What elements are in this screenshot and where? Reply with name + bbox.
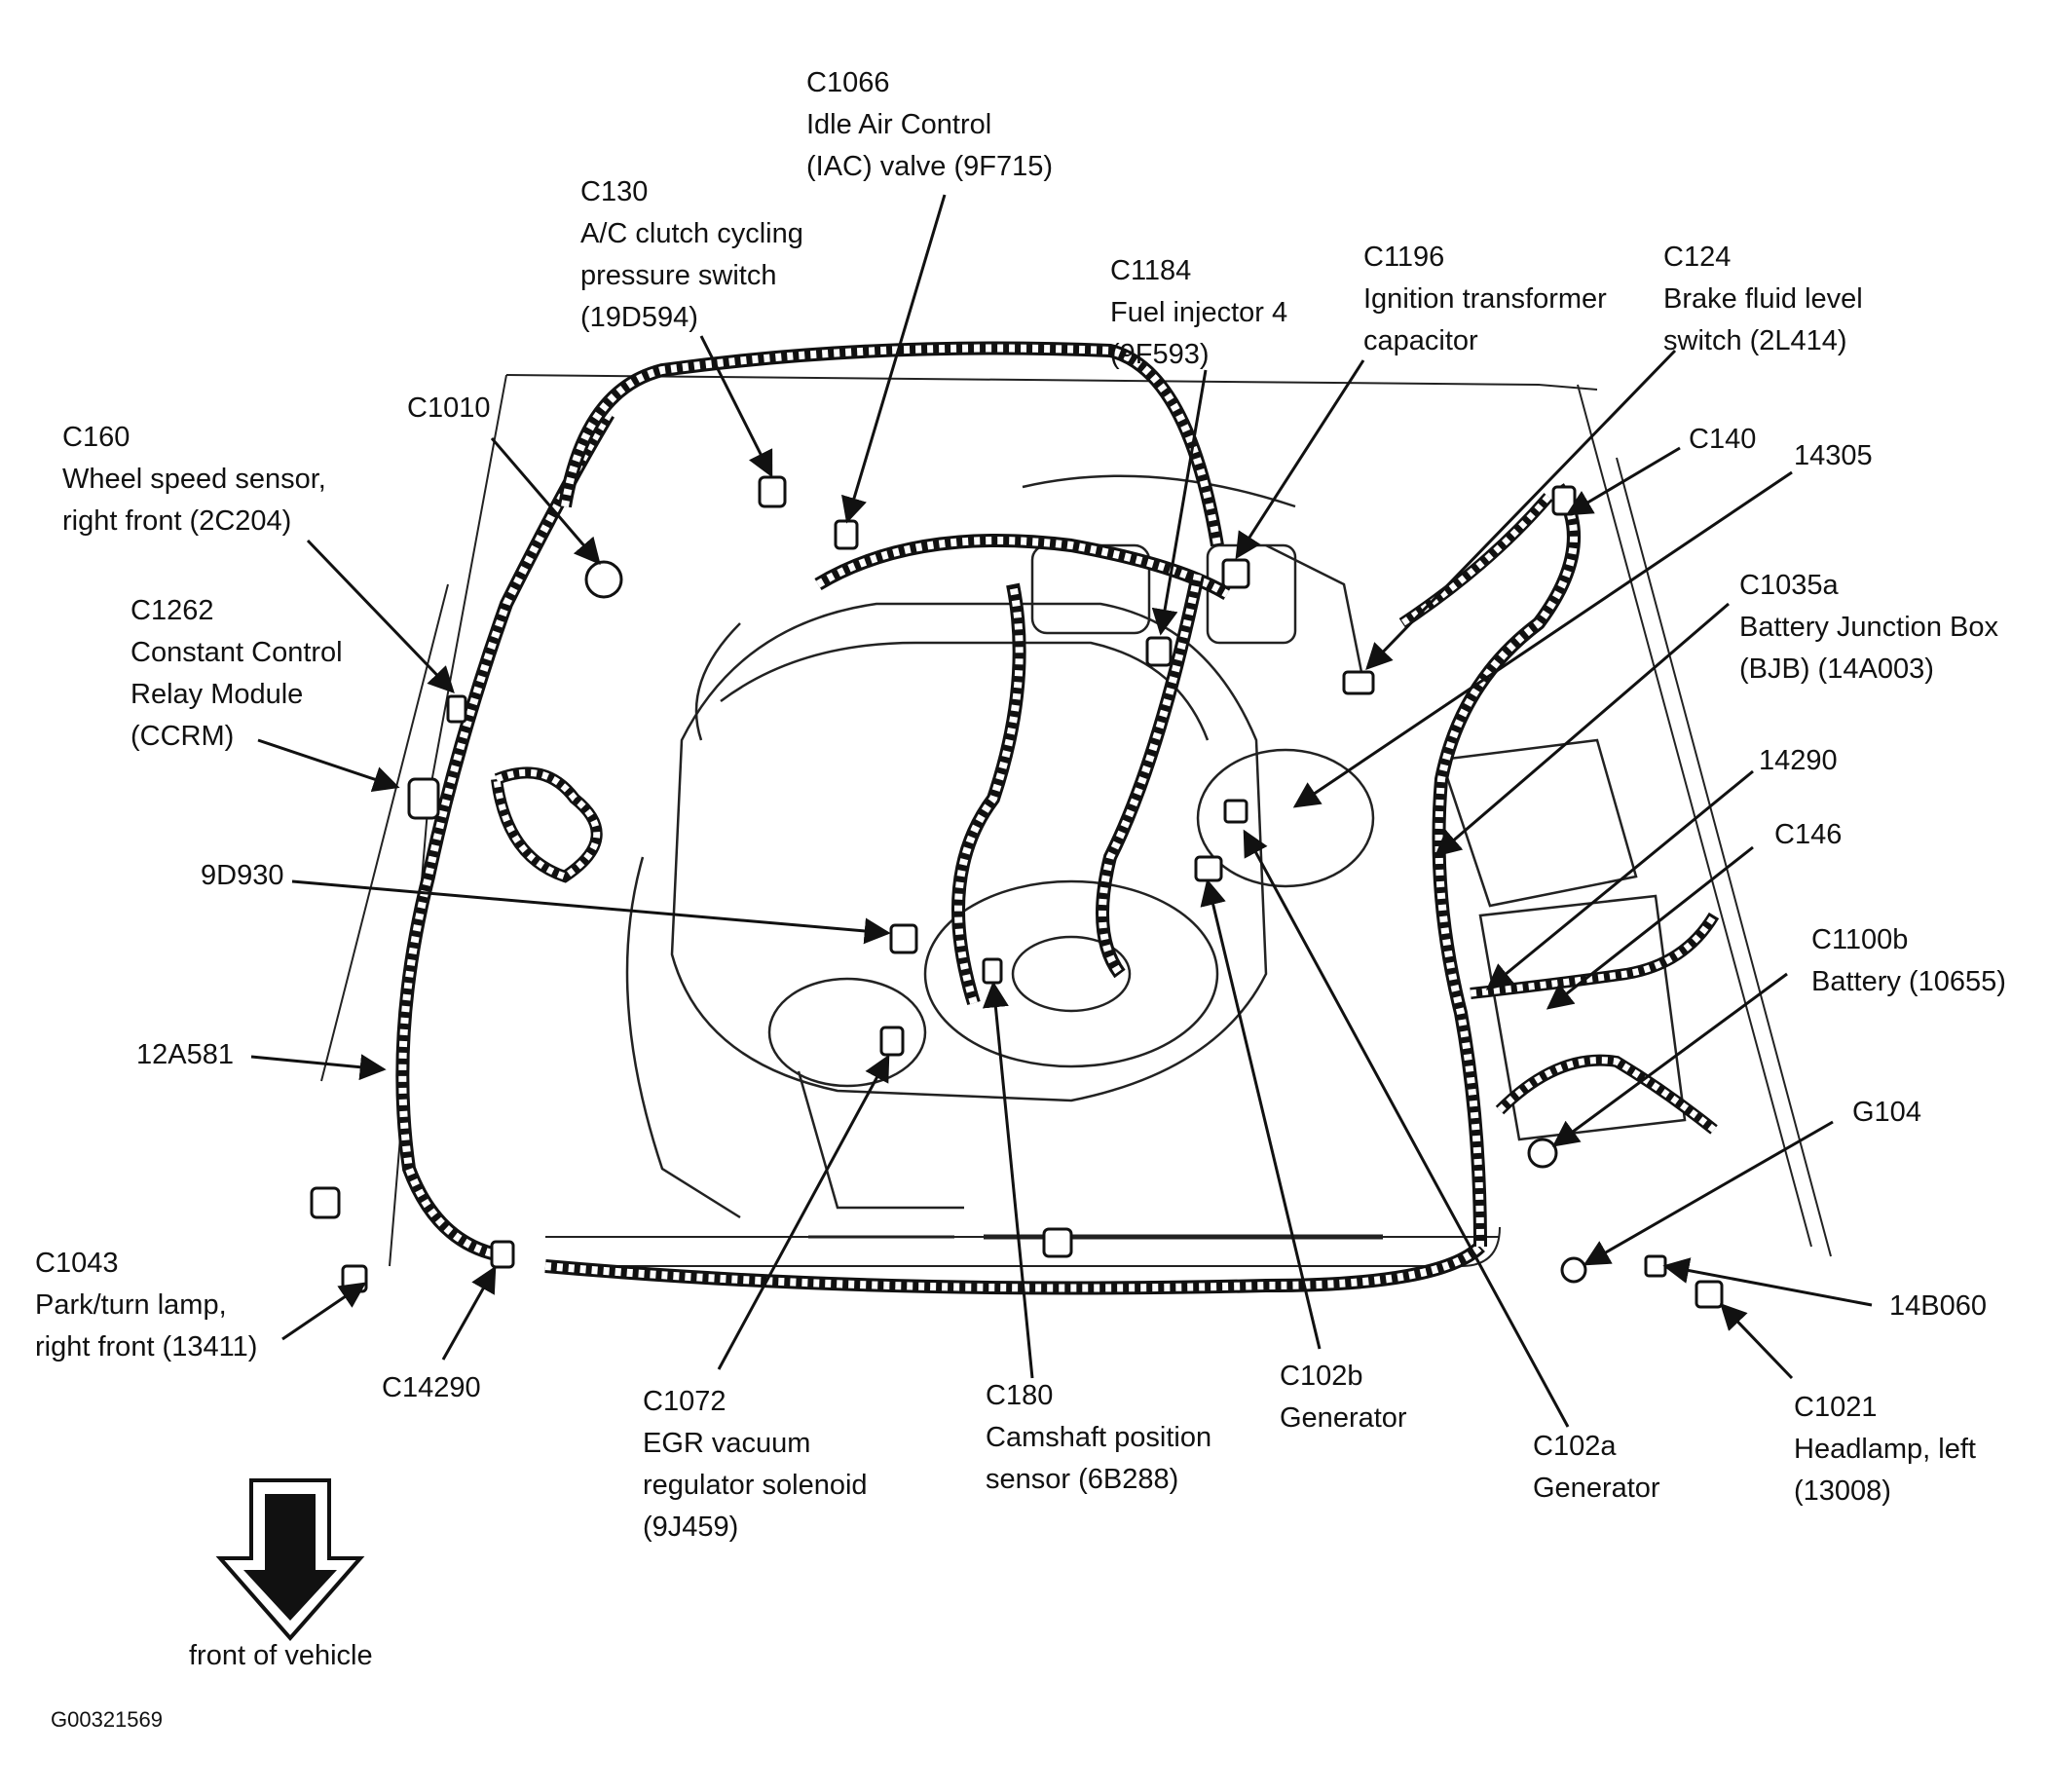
leader-c102b	[1200, 878, 1322, 1350]
label-g104: G104	[1852, 1097, 1921, 1128]
leader-14305	[1292, 470, 1793, 808]
connector-c1262	[407, 777, 440, 820]
label-c146: C146	[1774, 819, 1843, 850]
leader-14290	[1485, 769, 1754, 990]
label-c102b: C102b Generator	[1280, 1361, 1407, 1434]
connector-c1043	[341, 1264, 368, 1293]
label-c1184: C1184 Fuel injector 4 (9F593)	[1110, 255, 1288, 370]
label-14290: 14290	[1759, 745, 1838, 776]
label-c1100b: C1100b Battery (10655)	[1811, 924, 2006, 997]
connector-c14290	[490, 1240, 515, 1269]
leader-c1043	[281, 1282, 367, 1341]
label-c130: C130 A/C clutch cycling pressure switch …	[580, 176, 803, 333]
connector-bottom-mid	[1042, 1227, 1073, 1258]
leader-c1010	[490, 437, 601, 566]
connector-c140	[1551, 485, 1577, 516]
label-c14290: C14290	[382, 1372, 481, 1403]
label-c1262: C1262 Constant Control Relay Module (CCR…	[130, 595, 343, 752]
wiring-harness	[395, 341, 1720, 1295]
leader-c1072	[717, 1054, 890, 1370]
label-c1035a: C1035a Battery Junction Box (BJB) (14A00…	[1739, 570, 1998, 685]
connector-14305	[1223, 799, 1248, 824]
connector-14b060	[1644, 1254, 1667, 1278]
label-9d930: 9D930	[201, 860, 284, 891]
connector-c124	[1342, 670, 1375, 695]
label-14305: 14305	[1794, 440, 1873, 471]
leader-14b060	[1662, 1257, 1873, 1307]
label-c1021: C1021 Headlamp, left (13008)	[1794, 1392, 1976, 1507]
leader-c160	[306, 539, 455, 693]
label-c1043: C1043 Park/turn lamp, right front (13411…	[35, 1248, 258, 1363]
label-c1196: C1196 Ignition transformer capacitor	[1363, 242, 1607, 356]
connectors	[310, 475, 1724, 1309]
leader-9d930	[291, 879, 891, 945]
connector-headlamp-right	[310, 1186, 341, 1219]
leader-c180	[982, 981, 1034, 1379]
connector-g104	[1560, 1256, 1587, 1284]
connector-c1066	[834, 519, 859, 550]
leader-c140	[1565, 446, 1681, 516]
label-12a581: 12A581	[136, 1039, 234, 1070]
connector-9d930	[889, 923, 918, 954]
label-c102a: C102a Generator	[1533, 1431, 1660, 1504]
front-of-vehicle-label: front of vehicle	[189, 1640, 373, 1671]
connector-c180	[982, 957, 1003, 985]
label-c1066: C1066 Idle Air Control (IAC) valve (9F71…	[806, 67, 1054, 182]
label-c124: C124 Brake fluid level switch (2L414)	[1663, 242, 1863, 356]
label-c180: C180 Camshaft position sensor (6B288)	[986, 1380, 1212, 1495]
leader-c1035a	[1434, 602, 1730, 857]
leader-c146	[1546, 845, 1754, 1010]
connector-c1184	[1145, 636, 1173, 667]
connector-c130	[758, 475, 787, 508]
label-c1010: C1010	[407, 392, 491, 424]
leader-c1196	[1235, 359, 1365, 560]
connector-c1100b	[1527, 1138, 1558, 1169]
connector-c1010	[584, 560, 623, 599]
connector-c1196	[1221, 558, 1250, 589]
label-c1072: C1072 EGR vacuum regulator solenoid (9J4…	[643, 1386, 868, 1543]
leader-g104	[1583, 1120, 1834, 1266]
leader-c1066	[841, 194, 947, 524]
label-c160: C160 Wheel speed sensor, right front (2C…	[62, 422, 326, 537]
figure-id: G00321569	[51, 1707, 163, 1732]
leader-c124	[1365, 349, 1677, 670]
leader-c1100b	[1551, 972, 1788, 1147]
leader-c130	[699, 335, 773, 478]
label-14b060: 14B060	[1889, 1290, 1987, 1322]
leader-12a581	[250, 1054, 387, 1081]
connector-c1072	[879, 1026, 905, 1057]
leader-c14290	[441, 1265, 497, 1361]
leader-lines	[250, 194, 1873, 1428]
connector-c1021	[1695, 1280, 1724, 1309]
front-arrow-icon	[215, 1478, 365, 1642]
connector-c102b	[1194, 855, 1223, 882]
label-c140: C140	[1689, 424, 1757, 455]
engine-illustration	[625, 474, 1687, 1240]
leader-c1184	[1151, 369, 1208, 636]
leader-c1021	[1720, 1303, 1794, 1380]
connector-c160	[446, 694, 467, 724]
leader-c1262	[257, 738, 400, 793]
leader-c102a	[1243, 829, 1570, 1428]
